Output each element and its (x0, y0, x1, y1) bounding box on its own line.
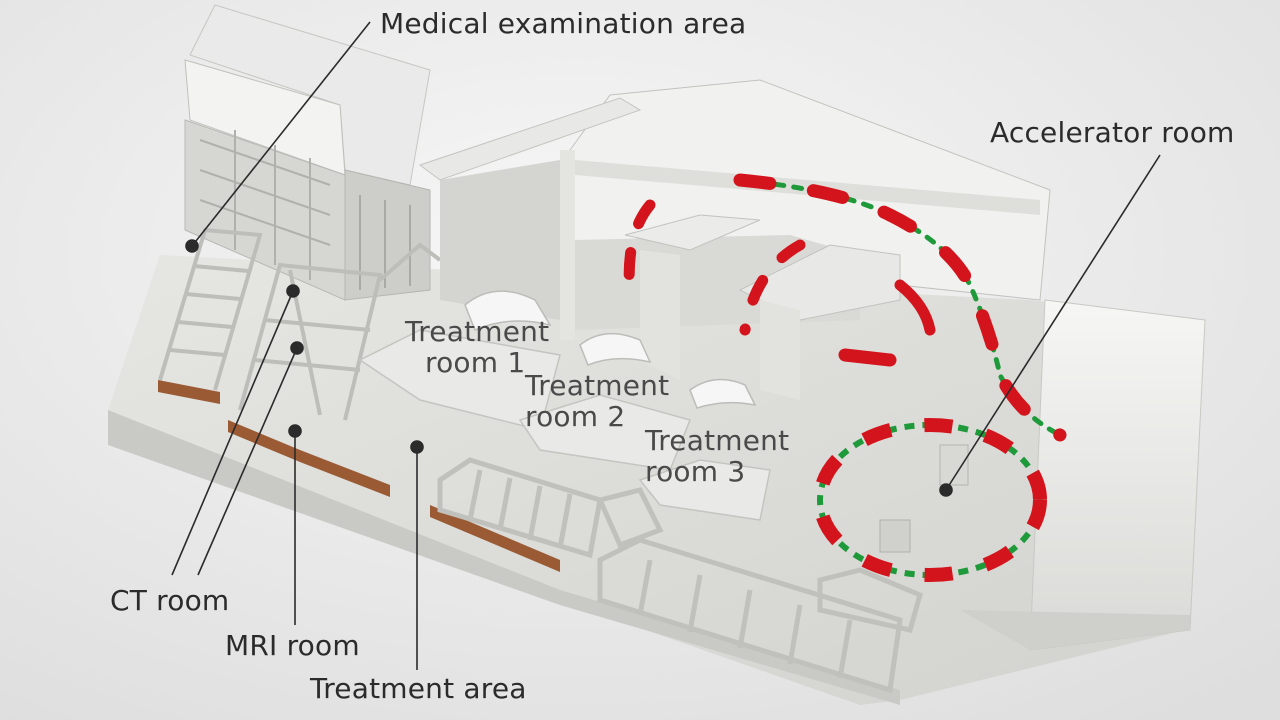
label-treatment-room-2: Treatment room 2 (525, 370, 669, 432)
beam-lines (623, 173, 1067, 442)
treatment-room-walls (358, 329, 771, 521)
label-treatment-room-3-line1: Treatment (645, 424, 790, 457)
synchrotron-ring (813, 418, 1047, 582)
label-treatment-room-1-line1: Treatment (405, 315, 550, 348)
label-mri-room: MRI room (225, 629, 360, 662)
label-treatment-room-1-line2: room 1 (425, 346, 526, 379)
leader-medical-examination-area (191, 21, 371, 247)
label-treatment-room-2-line1: Treatment (525, 369, 670, 402)
leader-ct-room (171, 290, 294, 576)
front-rooms (437, 457, 924, 694)
label-treatment-room-3: Treatment room 3 (645, 425, 789, 487)
wood-trim (158, 380, 560, 572)
label-treatment-room-3-line2: room 3 (645, 455, 746, 488)
medical-examination-tower (184, 4, 431, 301)
leader-accelerator-room (945, 154, 1161, 491)
treatment-gantries (464, 290, 757, 409)
label-treatment-area: Treatment area (310, 672, 527, 705)
label-ct-room: CT room (110, 584, 230, 617)
leader-ct-room-2 (197, 347, 298, 576)
label-accelerator-room: Accelerator room (990, 116, 1235, 149)
label-treatment-room-1: Treatment room 1 (405, 316, 549, 378)
leader-lines (171, 21, 1161, 670)
label-medical-examination-area: Medical examination area (380, 7, 747, 40)
label-treatment-room-2-line2: room 2 (525, 400, 626, 433)
